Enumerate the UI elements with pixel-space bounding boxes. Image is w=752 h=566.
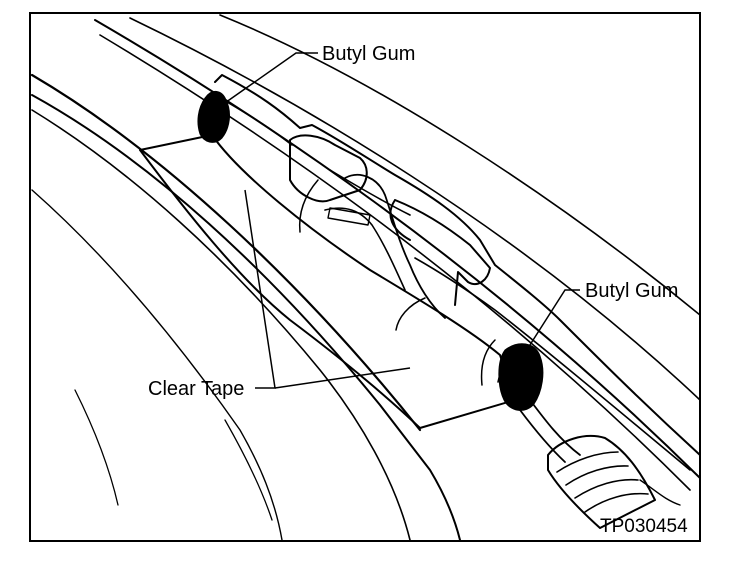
glass-line-3 bbox=[31, 189, 283, 541]
nozzle-rings bbox=[556, 451, 649, 513]
tape-arc-3 bbox=[480, 339, 496, 386]
leader-butyl-right bbox=[527, 289, 580, 349]
drawing bbox=[30, 14, 701, 541]
molding-strip bbox=[214, 74, 701, 456]
clip-wire-2 bbox=[324, 207, 406, 291]
nozzle-body bbox=[547, 434, 656, 529]
rail-line-4 bbox=[219, 14, 701, 316]
figure-frame bbox=[29, 12, 701, 542]
glass-edge-outer bbox=[30, 73, 422, 432]
glass-edge-inner bbox=[31, 94, 461, 541]
glass-line-5 bbox=[224, 419, 273, 521]
butyl-gum-blob-right bbox=[498, 343, 544, 411]
tape-arc-2 bbox=[395, 297, 426, 331]
butyl-gum-label-right: Butyl Gum bbox=[585, 280, 678, 302]
nozzle-tip bbox=[639, 479, 681, 506]
leader-tape-b bbox=[274, 367, 411, 389]
hose-line-2 bbox=[519, 409, 566, 463]
rail-line-2 bbox=[99, 34, 691, 491]
leader-lines bbox=[221, 52, 580, 389]
butyl-gum-blob-top bbox=[197, 91, 230, 143]
clip-tab bbox=[389, 199, 491, 306]
butyl-gum-label-top: Butyl Gum bbox=[322, 43, 415, 65]
glass-line-4 bbox=[74, 389, 119, 506]
hose-line-1 bbox=[529, 399, 581, 456]
leader-butyl-top bbox=[221, 52, 318, 106]
clear-tape-sheet bbox=[139, 134, 516, 429]
clip-slot bbox=[327, 207, 371, 226]
glass-line-2 bbox=[31, 109, 411, 541]
rail-line-1 bbox=[94, 19, 701, 479]
tape-arc-1 bbox=[298, 179, 319, 233]
figure-number: TP030454 bbox=[600, 516, 688, 537]
rail-line-3 bbox=[129, 17, 701, 401]
clip-wire bbox=[344, 173, 446, 319]
clip-body bbox=[289, 134, 368, 203]
clear-tape-label: Clear Tape bbox=[148, 378, 244, 400]
